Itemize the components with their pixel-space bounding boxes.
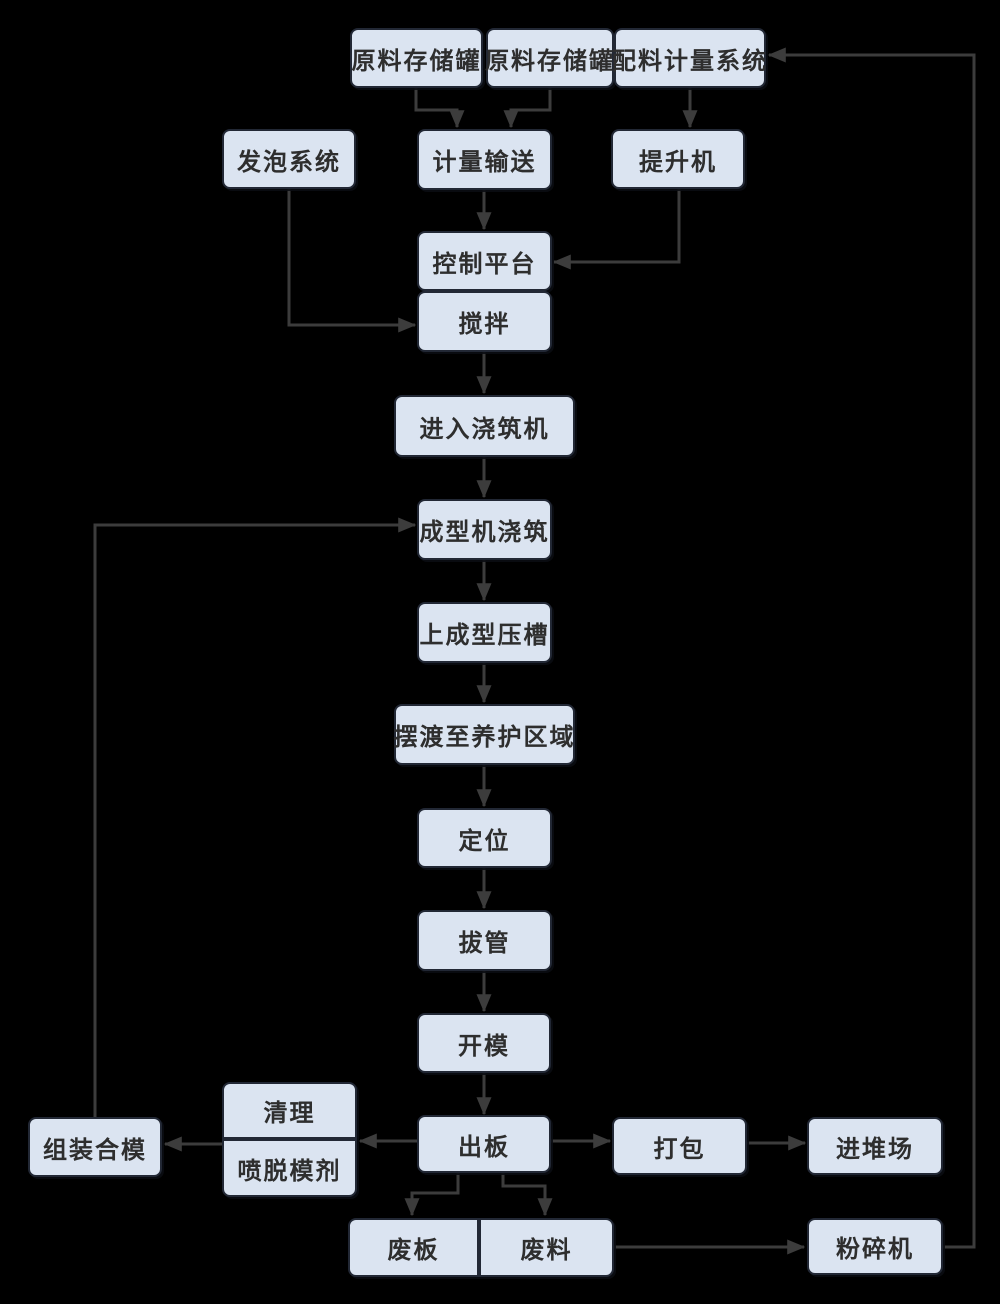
node-label: 粉碎机 xyxy=(836,1237,914,1263)
node-label: 控制平台 xyxy=(432,251,537,278)
node-spray-release-agent: 喷脱模剂 xyxy=(222,1139,357,1197)
edge-tank2-metering xyxy=(503,88,552,129)
node-mixing: 搅拌 xyxy=(417,291,552,352)
node-foaming-system: 发泡系统 xyxy=(222,129,356,189)
node-positioning: 定位 xyxy=(417,808,552,868)
node-label: 搅拌 xyxy=(458,312,511,338)
edge-outboard-wastematerial xyxy=(501,1173,553,1217)
node-raw-material-tank-1: 原料存储罐 xyxy=(350,28,483,88)
node-metering-conveying: 计量输送 xyxy=(417,129,552,190)
node-label: 进堆场 xyxy=(836,1136,914,1163)
node-label: 配料计量系统 xyxy=(612,48,768,75)
node-label: 原料存储罐 xyxy=(351,48,482,75)
edge-hoist-control xyxy=(552,189,681,270)
node-label: 成型机浇筑 xyxy=(419,520,550,546)
node-control-platform: 控制平台 xyxy=(417,231,552,291)
node-label: 原料存储罐 xyxy=(485,48,615,75)
node-raw-material-tank-2: 原料存储罐 xyxy=(485,28,615,88)
node-ferry-to-curing-area: 摆渡至养护区域 xyxy=(394,704,575,765)
node-upper-forming-press-groove: 上成型压槽 xyxy=(417,602,552,663)
node-hoist: 提升机 xyxy=(611,129,745,189)
node-label: 计量输送 xyxy=(432,150,537,176)
node-label: 废料 xyxy=(520,1238,573,1264)
edge-assemblemold-casterpour xyxy=(93,517,417,1117)
node-board-output: 出板 xyxy=(417,1115,551,1173)
node-label: 打包 xyxy=(653,1136,706,1163)
edge-crusher-batching xyxy=(767,47,976,1249)
node-label: 上成型压槽 xyxy=(419,623,550,649)
node-forming-machine-casting: 成型机浇筑 xyxy=(417,499,552,560)
node-label: 发泡系统 xyxy=(237,149,341,176)
node-waste-material: 废料 xyxy=(479,1218,614,1277)
node-crusher: 粉碎机 xyxy=(807,1218,943,1275)
node-label: 定位 xyxy=(458,828,511,855)
edge-tank1-metering xyxy=(414,88,465,129)
node-label: 拔管 xyxy=(458,931,511,957)
node-waste-board: 废板 xyxy=(348,1218,479,1277)
node-label: 组装合模 xyxy=(43,1137,147,1164)
node-label: 清理 xyxy=(263,1101,316,1127)
node-label: 开模 xyxy=(458,1033,510,1060)
node-label: 进入浇筑机 xyxy=(419,416,550,443)
node-label: 出板 xyxy=(458,1134,510,1161)
edge-foaming-mixing xyxy=(287,189,417,333)
node-label: 喷脱模剂 xyxy=(237,1158,342,1185)
node-label: 废板 xyxy=(387,1238,440,1264)
node-label: 提升机 xyxy=(639,149,717,176)
node-cleaning: 清理 xyxy=(222,1082,357,1139)
node-stacking-yard: 进堆场 xyxy=(807,1117,943,1175)
node-enter-casting-machine: 进入浇筑机 xyxy=(394,395,575,457)
node-packing: 打包 xyxy=(612,1117,747,1175)
node-label: 摆渡至养护区域 xyxy=(393,725,576,751)
node-assemble-close-mold: 组装合模 xyxy=(28,1117,162,1177)
node-tube-pulling: 拔管 xyxy=(417,910,552,971)
edge-outboard-wasteboard xyxy=(404,1173,460,1217)
node-open-mold: 开模 xyxy=(417,1013,551,1073)
node-batching-metering-system: 配料计量系统 xyxy=(612,28,768,88)
